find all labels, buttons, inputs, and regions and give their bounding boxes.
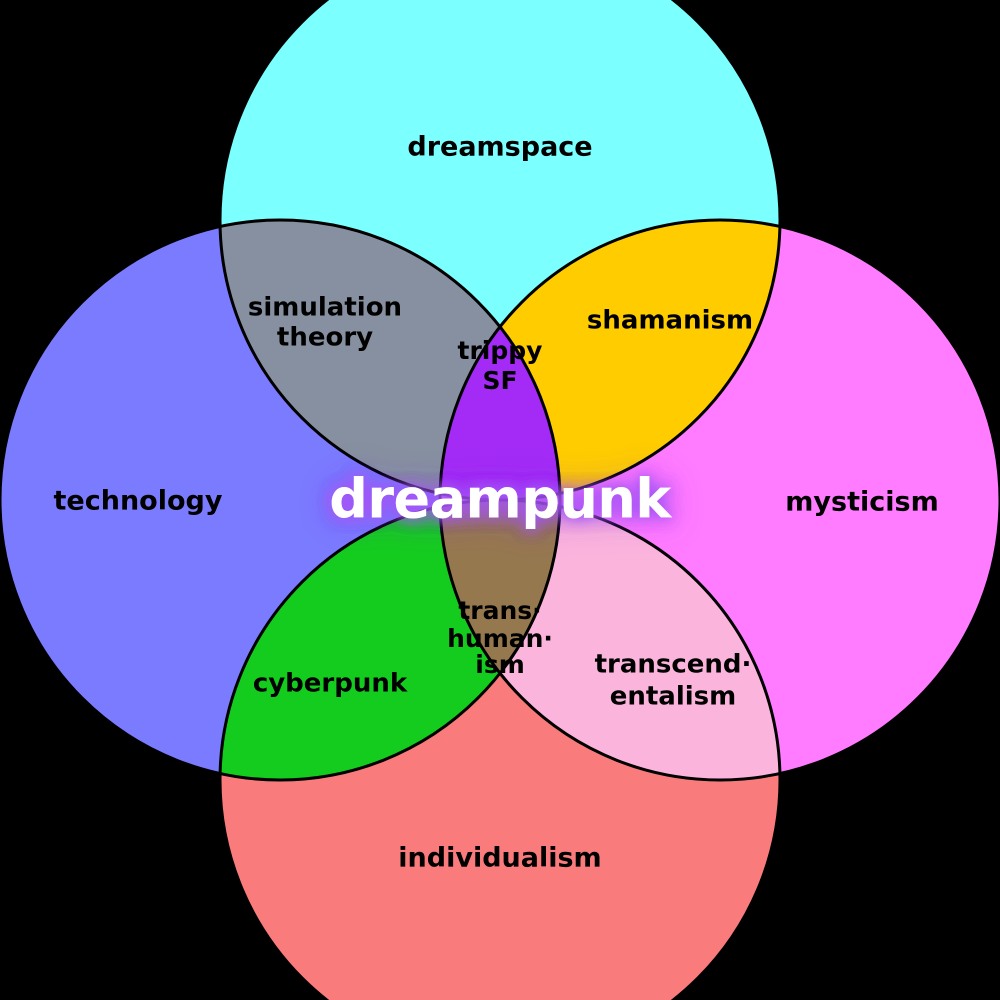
label-shamanism: shamanism [587,306,753,336]
outline-technology [0,218,562,782]
label-cyberpunk: cyberpunk [253,669,408,699]
label-transhumanism-line1: trans· [458,596,541,625]
region-cyberpunk[interactable] [220,500,780,1000]
label-individualism: individualism [398,843,601,874]
label-simulation-theory-line2: theory [277,323,373,353]
label-dreamspace: dreamspace [407,132,592,163]
label-simulation-theory-line1: simulation [248,293,402,323]
label-transhumanism-line3: ism [475,650,525,679]
label-transcendentalism-line2: entalism [610,682,737,712]
label-dreampunk: dreampunk [329,468,672,531]
region-transcendentalism[interactable] [220,500,780,1000]
label-transhumanism-line2: human· [447,624,553,653]
label-technology: technology [54,486,223,517]
region-shamanism[interactable] [440,220,1000,780]
label-transcendentalism-line1: transcend· [595,650,752,680]
label-trippy-sf-line2: SF [482,366,517,395]
label-trippy-sf-line1: trippy [458,336,543,365]
label-mysticism: mysticism [785,487,938,518]
outline-mysticism [438,218,1000,782]
outline-individualism [218,498,782,1000]
region-simulation-theory[interactable] [0,220,560,780]
